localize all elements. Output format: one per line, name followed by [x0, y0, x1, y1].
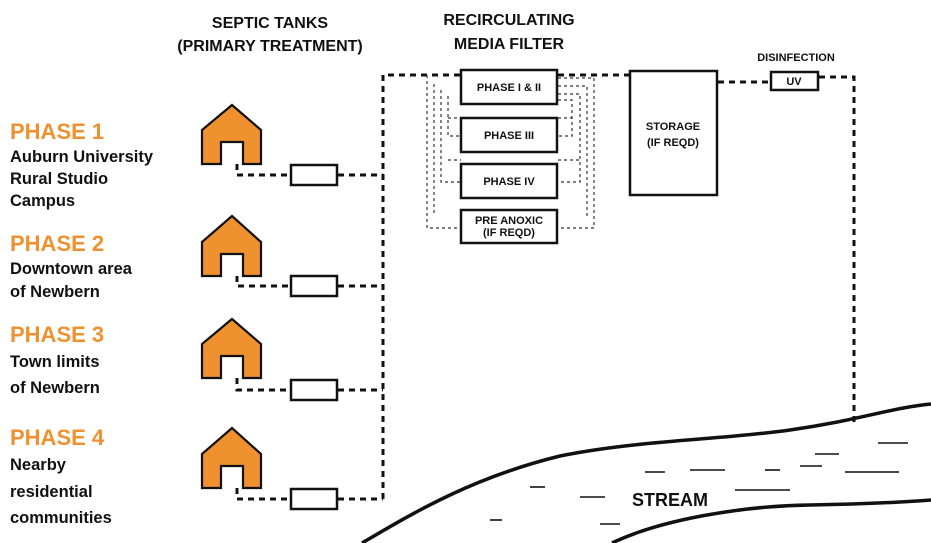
storage-label-line2: (IF REQD) — [647, 137, 699, 149]
septic-tank-1 — [289, 163, 339, 187]
phase-1-desc-line1: Auburn University — [10, 148, 154, 166]
phase-2-desc-line1: Downtown area — [10, 260, 133, 278]
filter-phase-4-label: PHASE IV — [483, 176, 535, 188]
septic-header-line2: (PRIMARY TREATMENT) — [177, 38, 362, 55]
collector-main-line — [381, 73, 461, 499]
stream-bank-upper — [361, 402, 931, 543]
phase-2-title: PHASE 2 — [10, 231, 104, 256]
phase-4-title: PHASE 4 — [10, 425, 105, 450]
septic-header-line1: SEPTIC TANKS — [212, 15, 328, 32]
connector-house-2 — [235, 276, 290, 288]
house-icon-phase-3 — [200, 317, 263, 380]
pre-anoxic-label-line2: (IF REQD) — [483, 227, 535, 239]
phase-3-title: PHASE 3 — [10, 322, 104, 347]
connector-house-4 — [235, 488, 290, 501]
filter-phase-3-box — [459, 116, 559, 154]
storage-label-line1: STORAGE — [646, 121, 700, 133]
recirculation-lines — [426, 75, 595, 229]
house-icon-phase-4 — [200, 426, 263, 490]
filter-phase-4-box — [459, 162, 559, 200]
phase-3-desc-line2: of Newbern — [10, 379, 100, 397]
phase-4-desc-line2: residential — [10, 483, 93, 501]
pre-anoxic-box — [459, 208, 559, 245]
stream-label: STREAM — [632, 490, 708, 510]
filter-header-line2: MEDIA FILTER — [454, 36, 565, 53]
septic-tank-3 — [289, 378, 339, 402]
uv-box — [769, 70, 820, 92]
disinfection-label: DISINFECTION — [757, 52, 835, 64]
connector-house-3 — [235, 378, 290, 392]
filter-phase-1-2-box — [459, 68, 559, 106]
septic-tank-2 — [289, 274, 339, 298]
house-icon-phase-2 — [200, 214, 263, 278]
phase-3-desc-line1: Town limits — [10, 353, 100, 371]
phase-1-desc-line3: Campus — [10, 192, 75, 210]
house-icon-phase-1 — [200, 103, 263, 166]
phase-2-desc-line2: of Newbern — [10, 283, 100, 301]
stream-ripples — [490, 442, 908, 525]
uv-label: UV — [786, 76, 802, 88]
stream-bank-lower — [611, 498, 931, 543]
phase-1-desc-line2: Rural Studio — [10, 170, 108, 188]
filter-phase-3-label: PHASE III — [484, 130, 534, 142]
pre-anoxic-label-line1: PRE ANOXIC — [475, 215, 543, 227]
filter-phase-1-2-label: PHASE I & II — [477, 82, 541, 94]
storage-box — [628, 69, 719, 197]
phase-1-title: PHASE 1 — [10, 119, 104, 144]
septic-tank-4 — [289, 487, 339, 511]
filter-header-line1: RECIRCULATING — [443, 12, 574, 29]
phase-4-desc-line1: Nearby — [10, 456, 67, 474]
phase-4-desc-line3: communities — [10, 509, 112, 527]
connector-uv-stream — [819, 75, 856, 422]
connector-house-1 — [235, 164, 290, 177]
